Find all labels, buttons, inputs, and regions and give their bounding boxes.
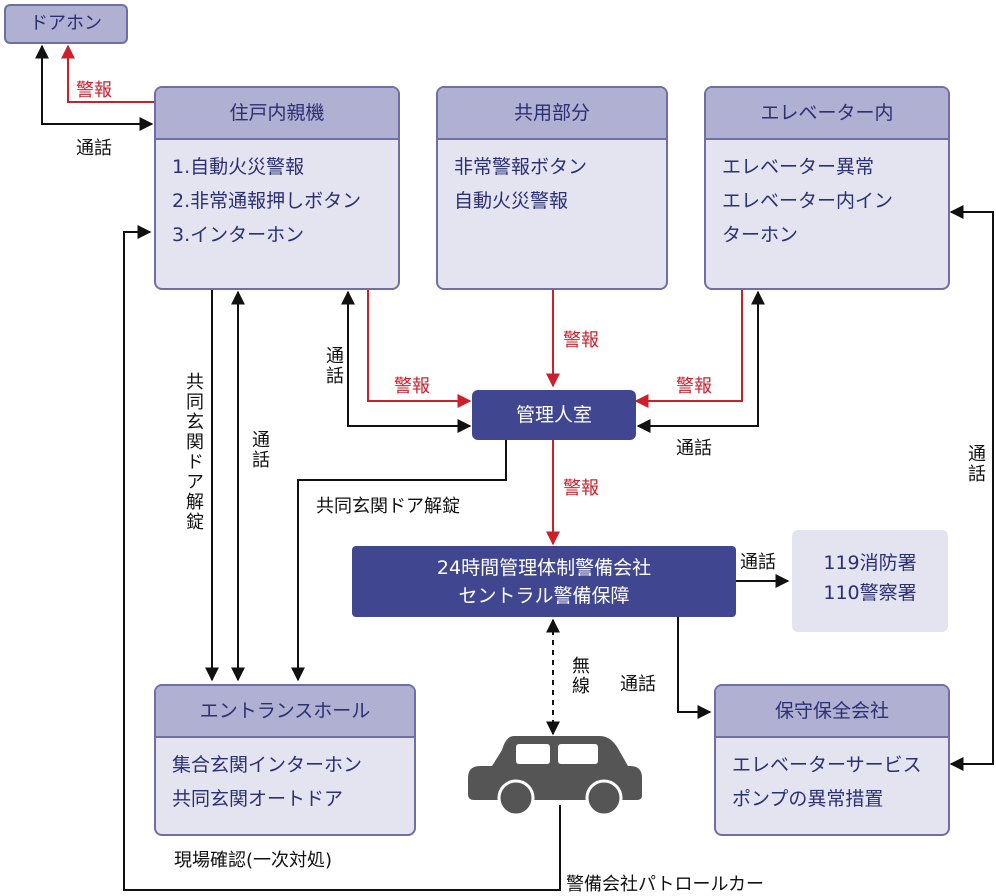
elevator-line-3: ターホン	[722, 224, 799, 246]
elevator-mgmt-call-label: 通話	[676, 438, 712, 459]
common-area-box: 共用部分 非常警報ボタン 自動火災警報	[436, 86, 668, 290]
fire-department-label: 119消防署	[823, 552, 917, 574]
entrance-hall-box: エントランスホール 集合玄関インターホン 共同玄関オートドア	[154, 684, 416, 836]
security-company-line-2: セントラル警備保障	[458, 585, 630, 607]
doorphone-box: ドアホン	[4, 4, 128, 44]
unit-master-line-1: 1.自動火災警報	[172, 156, 305, 178]
security-emergency-call-label: 通話	[740, 552, 776, 573]
unit-master-box: 住戸内親機 1.自動火災警報 2.非常通報押しボタン 3.インターホン	[154, 86, 400, 290]
doorphone-label: ドアホン	[30, 13, 102, 34]
unit-mgmt-alarm-label: 警報	[394, 376, 430, 397]
mgmt-entrance-unlock-line	[291, 440, 507, 682]
common-area-line-1: 非常警報ボタン	[454, 156, 588, 178]
maintenance-company-line-2: ポンプの異常措置	[732, 788, 884, 810]
elevator-box: エレベーター内 エレベーター異常 エレベーター内イン ターホン	[704, 86, 950, 290]
mgmt-entrance-unlock-label: 共同玄関ドア解錠	[316, 496, 460, 517]
patrol-onsite-line	[123, 225, 561, 891]
common-mgmt-alarm-label: 警報	[563, 330, 599, 351]
unit-entrance-call-label: 通話	[249, 430, 270, 470]
elevator-mgmt-call-line	[636, 290, 765, 433]
maintenance-company-line-1: エレベーターサービス	[732, 754, 922, 776]
entrance-hall-line-1: 集合玄関インターホン	[172, 754, 363, 776]
elevator-maintenance-call-label: 通話	[965, 444, 986, 484]
emergency-services-node: 119消防署 110警察署	[792, 530, 948, 632]
patrol-car-label: 警備会社パトロールカー	[566, 874, 764, 895]
common-area-title: 共用部分	[438, 88, 666, 140]
common-area-line-2: 自動火災警報	[454, 190, 569, 212]
doorphone-call-line	[35, 44, 154, 131]
security-maintenance-call-line	[677, 617, 712, 719]
security-company-line-1: 24時間管理体制警備会社	[436, 557, 652, 579]
management-room-node: 管理人室	[472, 390, 636, 440]
entrance-hall-line-2: 共同玄関オートドア	[172, 788, 344, 810]
doorphone-alarm-label: 警報	[76, 80, 112, 101]
elevator-maintenance-call-line	[949, 205, 994, 771]
maintenance-company-title: 保守保全会社	[716, 686, 948, 738]
elevator-line-1: エレベーター異常	[722, 156, 875, 178]
unit-master-line-2: 2.非常通報押しボタン	[172, 190, 362, 212]
security-company-node: 24時間管理体制警備会社 セントラル警備保障	[352, 546, 736, 617]
doorphone-call-label: 通話	[76, 138, 112, 159]
elevator-mgmt-alarm-label: 警報	[676, 376, 712, 397]
unit-master-title: 住戸内親機	[156, 88, 398, 140]
maintenance-company-box: 保守保全会社 エレベーターサービス ポンプの異常措置	[714, 684, 950, 836]
police-label: 110警察署	[823, 582, 917, 604]
unit-master-line-3: 3.インターホン	[172, 224, 305, 246]
wireless-label: 無線	[569, 656, 590, 696]
entrance-hall-title: エントランスホール	[156, 686, 414, 738]
unit-mgmt-call-line	[341, 290, 472, 433]
onsite-check-label: 現場確認(一次対処)	[174, 850, 333, 871]
patrol-car-icon	[468, 736, 642, 817]
unit-entrance-unlock-label: 共同玄関ドア解錠	[183, 372, 204, 532]
elevator-title: エレベーター内	[706, 88, 948, 140]
security-maintenance-call-label: 通話	[620, 674, 656, 695]
unit-mgmt-alarm-line	[367, 290, 472, 408]
mgmt-security-alarm-label: 警報	[563, 478, 599, 499]
elevator-line-2: エレベーター内イン	[722, 190, 894, 212]
management-room-label: 管理人室	[515, 404, 592, 426]
unit-mgmt-call-label: 通話	[323, 346, 344, 386]
